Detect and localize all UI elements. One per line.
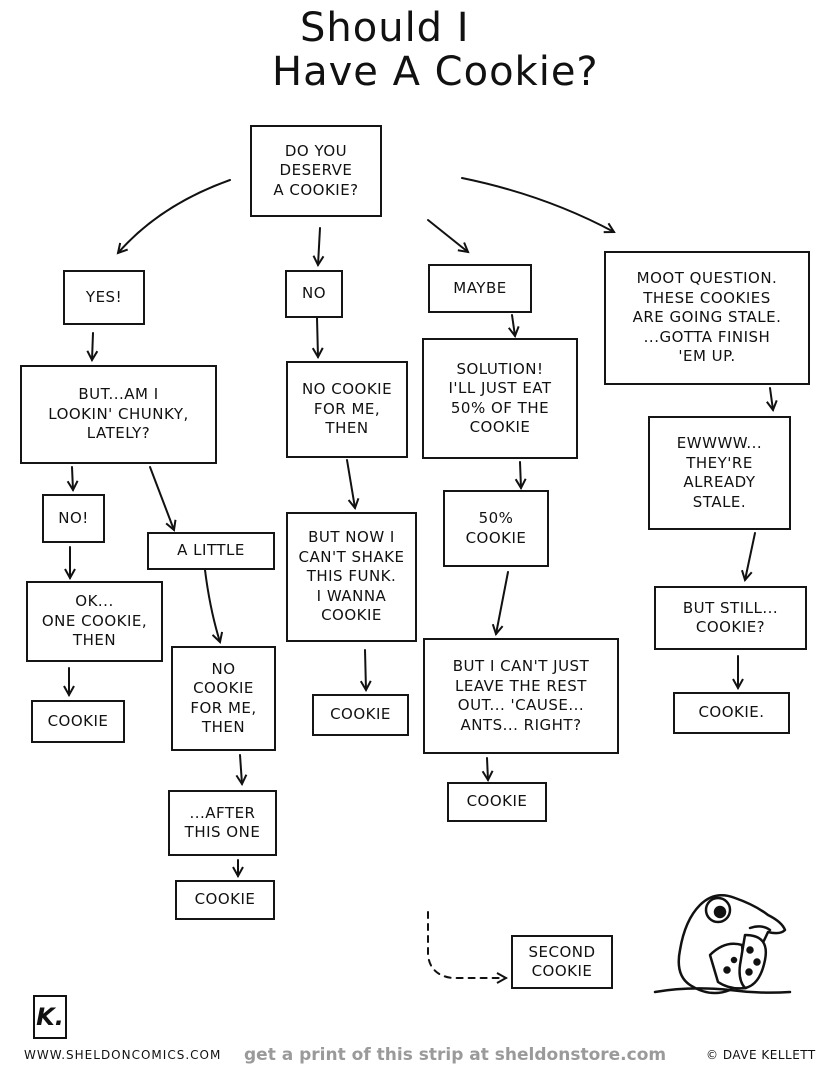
footer-store-link[interactable]: get a print of this strip at sheldonstor… <box>244 1045 667 1065</box>
arrow-root-maybe <box>427 219 468 252</box>
arrow-root-moot <box>461 177 614 232</box>
node-yes: Yes! <box>63 270 145 325</box>
node-stale: Ewwww... They're already stale. <box>648 416 791 530</box>
arrow-chunky-alittle <box>149 466 174 530</box>
node-no-cookie-1: No cookie for me, then <box>286 361 408 458</box>
arrow-fifty-cantleave <box>496 571 509 634</box>
arrow-alittle-nocookie2 <box>204 569 220 642</box>
title-line-2: Have A Cookie? <box>272 49 599 95</box>
arrow-dashed-second <box>427 911 506 978</box>
node-no: No <box>285 270 343 318</box>
author-logo: K. <box>33 995 67 1039</box>
footer-copyright: © DAVE KELLETT <box>706 1048 816 1062</box>
arrow-cantleave-cookie <box>487 757 488 780</box>
node-funk: But now I can't shake this funk. I wanna… <box>286 512 417 642</box>
node-after-this: ...After this one <box>168 790 277 856</box>
node-moot: Moot Question. These cookies are going s… <box>604 251 810 385</box>
arrow-stale-butstill <box>745 532 756 580</box>
arrow-root-no <box>318 227 320 265</box>
node-cookie-5: Cookie <box>175 880 275 920</box>
node-ok-one: OK... One cookie, then <box>26 581 163 662</box>
node-no-excl: No! <box>42 494 105 543</box>
node-fifty: 50% Cookie <box>443 490 549 567</box>
title-line-1: Should I <box>300 5 470 51</box>
arrow-root-yes <box>118 179 231 253</box>
cookie-eating-character <box>653 893 792 995</box>
node-no-cookie-2: No cookie for me, then <box>171 646 276 751</box>
node-solution: Solution! I'll just eat 50% of the cooki… <box>422 338 578 459</box>
node-chunky: But...Am I Lookin' Chunky, Lately? <box>20 365 217 464</box>
arrow-nocookie2-after <box>240 754 242 784</box>
node-cookie-1: Cookie <box>31 700 125 743</box>
arrow-funk-cookie <box>365 649 366 690</box>
footer-website[interactable]: WWW.SHELDONCOMICS.COM <box>24 1048 222 1062</box>
node-root: Do you Deserve A Cookie? <box>250 125 382 217</box>
arrow-solution-fifty <box>520 461 521 488</box>
node-cookie-2: Cookie <box>312 694 409 736</box>
node-maybe: Maybe <box>428 264 532 313</box>
arrow-no-nocookie <box>317 317 318 357</box>
arrow-chunky-no <box>72 466 73 490</box>
node-but-still: But still... cookie? <box>654 586 807 650</box>
arrow-nocookie-funk <box>346 459 355 508</box>
node-a-little: A Little <box>147 532 275 570</box>
node-cant-leave: But I can't just leave the rest out... '… <box>423 638 619 754</box>
node-cookie-4: Cookie. <box>673 692 790 734</box>
node-cookie-3: Cookie <box>447 782 547 822</box>
node-second: Second Cookie <box>511 935 613 989</box>
arrow-yes-chunky <box>92 332 93 360</box>
arrow-moot-stale <box>770 387 773 410</box>
arrow-maybe-solution <box>512 314 515 336</box>
